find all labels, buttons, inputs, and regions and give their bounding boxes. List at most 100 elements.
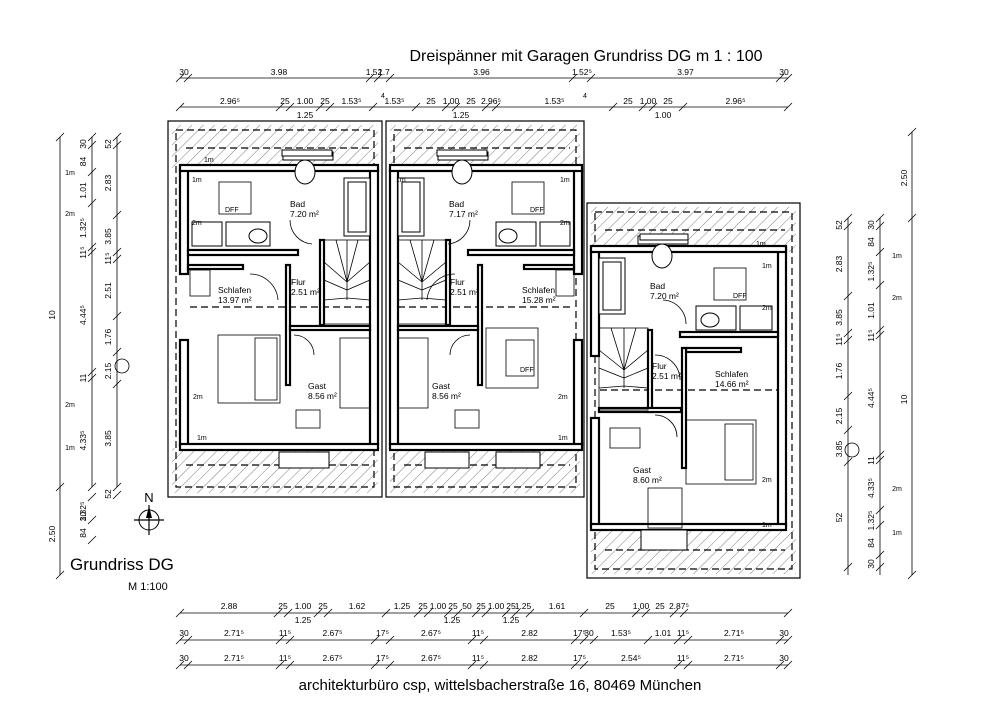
dimension-tick xyxy=(843,457,853,467)
dimension-label: 25 xyxy=(466,96,476,106)
dimension-tick xyxy=(907,213,917,223)
dimension-tick xyxy=(467,660,477,670)
dimension-label: 1.76 xyxy=(103,328,113,345)
dimension-label: 1.00 xyxy=(297,96,314,106)
dimension-tick xyxy=(491,102,501,112)
dimension-tick xyxy=(87,492,97,502)
svg-text:1m: 1m xyxy=(762,263,772,270)
dimension-label: 11⁵ xyxy=(78,246,88,258)
dimension-label: 30 xyxy=(179,653,189,663)
dimension-tick xyxy=(875,505,885,515)
dimension-tick xyxy=(112,132,122,142)
dimension-label: 84 xyxy=(78,157,88,167)
svg-text:1m: 1m xyxy=(560,177,570,184)
dimension-label: 2.82 xyxy=(521,628,538,638)
svg-text:1m: 1m xyxy=(756,241,766,248)
svg-text:DFF: DFF xyxy=(530,207,544,214)
dimension-tick xyxy=(112,254,122,264)
dimension-tick xyxy=(87,132,97,142)
dimension-tick xyxy=(55,570,65,580)
dimension-label: 1.32⁵ xyxy=(78,501,88,521)
dimension-label: 2.67⁵ xyxy=(322,628,342,638)
dimension-label: 52 xyxy=(103,139,113,149)
room-label-name: Bad xyxy=(290,199,305,209)
dimension-label: 3.85 xyxy=(834,440,844,457)
dimension-label: 1.00 xyxy=(640,96,657,106)
dimension-tick xyxy=(648,102,658,112)
dimension-tick xyxy=(875,247,885,257)
room-label-area: 7.20 m² xyxy=(650,291,679,301)
dimension-tick xyxy=(843,213,853,223)
dimension-label: 1.7 xyxy=(378,67,390,77)
room-label-name: Gast xyxy=(308,381,327,391)
room-label-name: Flur xyxy=(450,277,465,287)
dimension-label: 2.54⁵ xyxy=(621,653,641,663)
dimension-label: 1m xyxy=(65,445,75,452)
dimension-tick xyxy=(315,102,325,112)
dimension-label: 2.71⁵ xyxy=(224,628,244,638)
dimension-tick xyxy=(175,635,185,645)
dimension-label: 1.53⁵ xyxy=(544,96,564,106)
dimension-tick xyxy=(501,608,511,618)
dimension-tick xyxy=(467,635,477,645)
dimension-label: 1.00 xyxy=(430,601,447,611)
dimension-tick xyxy=(875,562,885,572)
dimension-tick xyxy=(87,167,97,177)
dimension-label: 3.85 xyxy=(834,309,844,326)
dimension-tick xyxy=(875,450,885,460)
dimension-label: 2.50 xyxy=(47,525,57,542)
dimension-tick xyxy=(373,73,383,83)
room-label-area: 15.28 m² xyxy=(522,295,556,305)
dimension-tick xyxy=(381,608,391,618)
dimension-tick xyxy=(471,608,481,618)
dimension-label: 1.00 xyxy=(443,96,460,106)
dimension-tick xyxy=(112,210,122,220)
dimension-label: 4 xyxy=(583,93,587,100)
dimension-label: 2m xyxy=(65,211,75,218)
room-label-area: 7.20 m² xyxy=(290,209,319,219)
dimension-tick xyxy=(579,608,589,618)
dimension-tick xyxy=(783,660,793,670)
dimension-label: 2.71⁵ xyxy=(224,653,244,663)
dimension-tick xyxy=(875,330,885,340)
dimension-label: 2.83 xyxy=(103,174,113,191)
dimension-label: 11⁵ xyxy=(677,628,689,638)
dimension-tick xyxy=(843,391,853,401)
room-label-name: Flur xyxy=(652,361,667,371)
dimension-tick xyxy=(55,482,65,492)
dimension-label: 1.32⁵ xyxy=(78,218,88,238)
dimension-label: 1.25 xyxy=(444,615,461,625)
dimension-label: 10 xyxy=(899,395,909,405)
dimension-label: 3.85 xyxy=(103,228,113,245)
dimension-label: 17⁵ xyxy=(573,653,586,663)
dimension-tick xyxy=(843,425,853,435)
north-label: N xyxy=(144,490,153,505)
dimension-tick xyxy=(413,608,423,618)
dimension-label: 25 xyxy=(426,96,436,106)
reference-circle xyxy=(844,442,860,458)
dimension-label: 1.53⁵ xyxy=(611,628,631,638)
dimension-tick xyxy=(183,635,193,645)
dimension-label: 1m xyxy=(892,530,902,537)
svg-text:1m: 1m xyxy=(558,435,568,442)
dimension-label: 30 xyxy=(78,512,88,522)
dimension-tick xyxy=(87,247,97,257)
dimension-label: 3.98 xyxy=(271,67,288,77)
dimension-label: 30 xyxy=(179,628,189,638)
room-labels: Bad 7.20 m² Flur 2.51 m² Schlafen 13.97 … xyxy=(218,199,749,485)
dimension-tick xyxy=(775,73,785,83)
dimension-label: 1.25 xyxy=(515,601,532,611)
dimension-tick xyxy=(570,635,580,645)
dimension-tick xyxy=(112,311,122,321)
dimension-label: 2.96⁵ xyxy=(481,96,501,106)
dimension-tick xyxy=(365,73,375,83)
dimension-tick xyxy=(775,635,785,645)
dimension-tick xyxy=(481,608,491,618)
dimension-label: 4.44⁵ xyxy=(78,305,88,325)
dimension-label: 25 xyxy=(623,96,633,106)
dimension-tick xyxy=(453,608,463,618)
dimension-label: 2.67⁵ xyxy=(322,653,342,663)
bathroom-fixtures xyxy=(191,151,773,331)
svg-text:2m: 2m xyxy=(192,220,202,227)
